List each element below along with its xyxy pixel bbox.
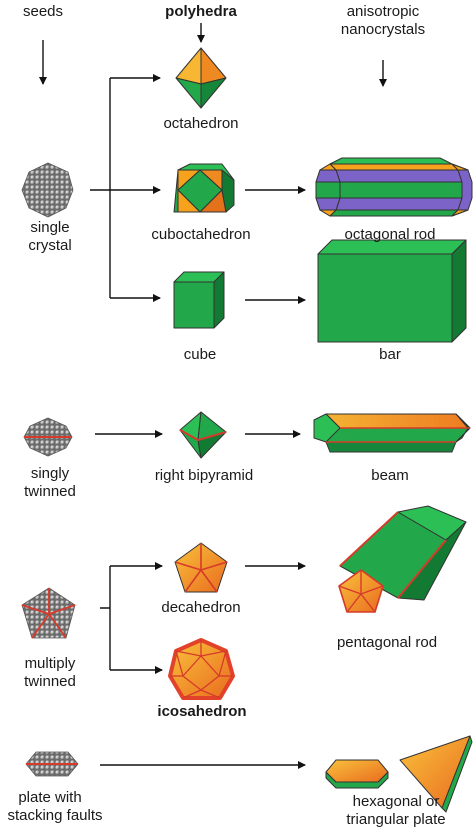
label-singly-twinned: twinned (24, 483, 76, 500)
right-bipyramid-shape (179, 411, 227, 459)
label-decahedron: decahedron (161, 599, 241, 616)
pentagonal-rod-shape (338, 505, 467, 613)
cube-shape (173, 271, 225, 329)
octahedron-shape (175, 47, 227, 109)
singly-twinned-seed (23, 417, 73, 457)
label-crystal: crystal (28, 237, 72, 254)
label-multiply-twinned: twinned (24, 673, 76, 690)
label-plate-with: plate with (18, 789, 82, 806)
label-octagonal-rod: octagonal rod (344, 226, 436, 243)
triangular-plate-shape (399, 735, 473, 813)
label-multiply: multiply (24, 655, 76, 672)
label-single: single (30, 219, 70, 236)
header-polyhedra: polyhedra (165, 3, 237, 20)
branch-multiply-twinned (100, 566, 111, 670)
icosahedron-shape (168, 638, 235, 700)
label-beam: beam (371, 467, 409, 484)
label-bar: bar (379, 346, 401, 363)
bar-shape (317, 239, 467, 343)
label-pentagonal-rod: pentagonal rod (336, 634, 438, 651)
label-octahedron: octahedron (163, 115, 239, 132)
decahedron-shape (174, 542, 228, 593)
plate-seed (25, 751, 79, 777)
label-stacking-faults: stacking faults (7, 807, 103, 824)
header-seeds: seeds (22, 3, 64, 20)
label-triangular-plate: triangular plate (346, 811, 446, 828)
single-crystal-seed (21, 162, 74, 218)
label-icosahedron: icosahedron (157, 703, 247, 720)
header-nanocrystals: nanocrystals (340, 21, 426, 38)
multiply-twinned-seed (21, 587, 76, 639)
label-singly: singly (30, 465, 70, 482)
label-right-bipyramid: right bipyramid (154, 467, 254, 484)
arrows (39, 23, 387, 769)
branch-single-crystal (90, 78, 111, 298)
octagonal-rod-shape (315, 157, 473, 217)
hexagonal-plate-shape (325, 759, 389, 789)
label-cuboctahedron: cuboctahedron (151, 226, 251, 243)
label-cube: cube (183, 346, 217, 363)
header-anisotropic: anisotropic (346, 3, 420, 20)
beam-shape (313, 413, 471, 453)
cuboctahedron-shape (173, 163, 235, 213)
label-hexagonal-or: hexagonal or (352, 793, 440, 810)
